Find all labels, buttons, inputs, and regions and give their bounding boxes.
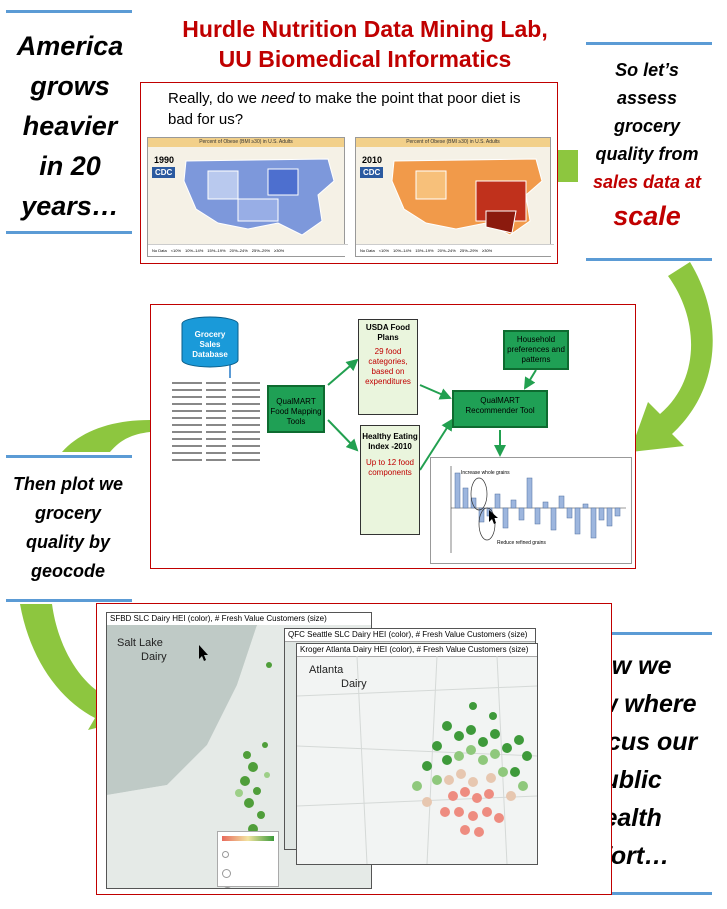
- caption-geocode: Then plot we grocery quality by geocode: [13, 474, 123, 581]
- recommendation-bars: [450, 466, 626, 553]
- atlanta-dots: [297, 656, 537, 864]
- legend-2010: No Data<10%10%–14%15%–19%20%–24%25%–29%≥…: [356, 244, 554, 256]
- rule-left-mid-bottom: [6, 599, 132, 602]
- slc-city-label: Salt Lake: [117, 637, 163, 649]
- obesity-map-2010: Percent of Obese (BMI ≥30) in U.S. Adult…: [355, 137, 554, 257]
- atlanta-sub-label: Dairy: [341, 678, 367, 690]
- chart-annotation-increase: Increase whole grains: [461, 470, 510, 476]
- title-line-1: Hurdle Nutrition Data Mining Lab,: [182, 16, 548, 42]
- us-map-1990-shape: [183, 158, 335, 236]
- map-year-1990: 1990: [154, 155, 175, 165]
- hei-box: Healthy Eating Index -2010 Up to 12 food…: [360, 425, 420, 535]
- seattle-map-header: QFC Seattle SLC Dairy HEI (color), # Fre…: [285, 629, 535, 642]
- mapping-tool-box: QualMART Food Mapping Tools: [267, 385, 325, 433]
- us-map-2010-shape: [391, 158, 543, 236]
- arrow-left-curve: [62, 420, 150, 452]
- slc-legend: [217, 831, 279, 888]
- hei-color-scale: [222, 836, 274, 841]
- rule-right-top-bottom: [586, 258, 712, 261]
- database-icon: [181, 316, 239, 368]
- cdc-logo-2010: CDC: [360, 167, 384, 178]
- rule-right-bottom: [540, 632, 712, 635]
- page-title: Hurdle Nutrition Data Mining Lab, UU Bio…: [150, 14, 580, 74]
- legend-1990: No Data<10%10%–14%15%–19%20%–24%25%–29%≥…: [148, 244, 348, 256]
- cursor-icon: [199, 645, 208, 661]
- atlanta-map-screenshot: Kroger Atlanta Dairy HEI (color), # Fres…: [296, 643, 538, 865]
- rule-right-bottom-bottom: [540, 892, 712, 895]
- household-box: Household preferences and patterns: [503, 330, 569, 370]
- rule-left-top-bottom: [6, 231, 132, 234]
- caption-assess: So let’s assess grocery quality from sal…: [592, 60, 702, 231]
- map-year-2010: 2010: [362, 155, 383, 165]
- arrow-right-curve: [630, 262, 713, 452]
- rule-right-top: [586, 42, 712, 45]
- caption-america: America grows heavier in 20 years…: [16, 31, 124, 221]
- database-label: Grocery Sales Database: [192, 330, 228, 359]
- cdc-logo: CDC: [152, 167, 176, 178]
- slc-sub-label: Dairy: [141, 651, 167, 663]
- slc-map-screenshot: SFBD SLC Dairy HEI (color), # Fresh Valu…: [106, 612, 372, 889]
- obesity-map-1990: Percent of Obese (BMI ≥30) in U.S. Adult…: [147, 137, 348, 257]
- obesity-question: Really, do we need to make the point tha…: [168, 90, 521, 128]
- rule-left-top: [6, 10, 132, 13]
- sales-data-table: [172, 380, 262, 468]
- atlanta-city-label: Atlanta: [309, 664, 344, 676]
- chart-annotation-reduce: Reduce refined grains: [497, 540, 546, 546]
- usda-box: USDA Food Plans 29 food categories, base…: [358, 319, 418, 415]
- title-line-2: UU Biomedical Informatics: [218, 46, 512, 72]
- recommender-box: QualMART Recommender Tool: [452, 390, 548, 428]
- atlanta-map-header: Kroger Atlanta Dairy HEI (color), # Fres…: [297, 644, 537, 657]
- recommendation-chart: Increase whole grains Reduce refined gra…: [430, 457, 632, 564]
- rule-left-mid: [6, 455, 132, 458]
